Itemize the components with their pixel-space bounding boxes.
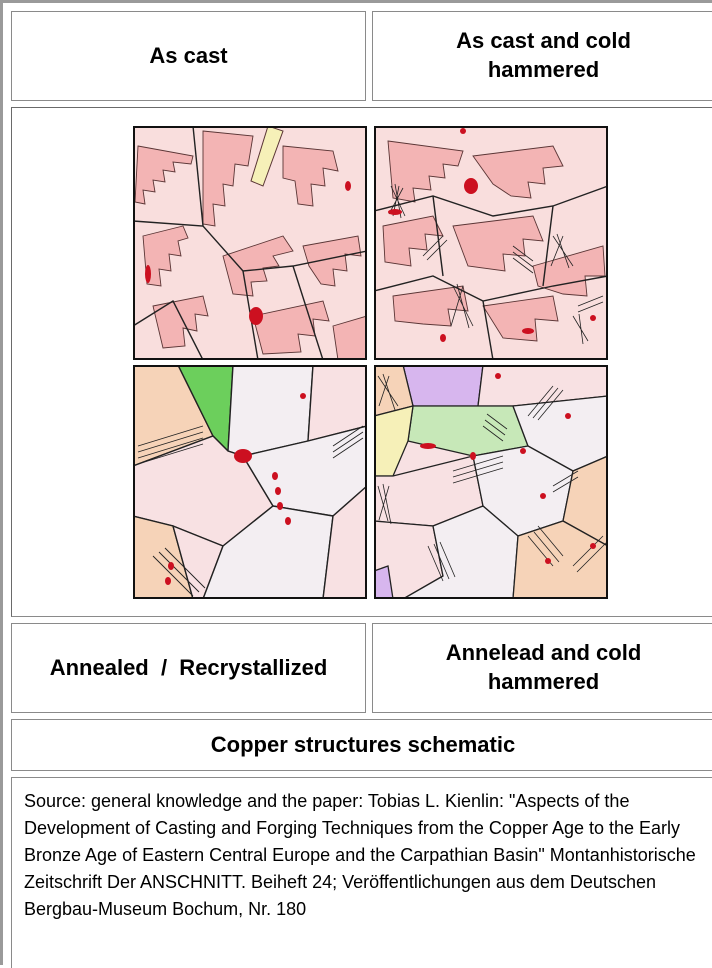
source-text: Source: general knowledge and the paper:… <box>24 788 702 923</box>
panel-annealed-cold-hammered <box>374 365 608 599</box>
label-as-cast-cold-hammered: As cast and cold hammered <box>414 27 674 84</box>
label-annealed: Annealed / Recrystallized <box>50 654 328 683</box>
caption: Copper structures schematic <box>211 731 515 760</box>
caption-row: Copper structures schematic <box>11 719 712 771</box>
header-as-cast-cold-hammered: As cast and cold hammered <box>372 11 712 101</box>
copper-structures-figure <box>133 126 608 599</box>
footer-annealed: Annealed / Recrystallized <box>11 623 366 713</box>
header-as-cast: As cast <box>11 11 366 101</box>
source-row: Source: general knowledge and the paper:… <box>11 777 712 968</box>
label-annealed-cold-hammered: Annelead and cold hammered <box>419 639 669 696</box>
label-as-cast: As cast <box>149 42 227 71</box>
footer-annealed-cold-hammered: Annelead and cold hammered <box>372 623 712 713</box>
panel-annealed <box>133 365 367 599</box>
panel-as-cast-cold-hammered <box>374 126 608 360</box>
panel-as-cast <box>133 126 367 360</box>
